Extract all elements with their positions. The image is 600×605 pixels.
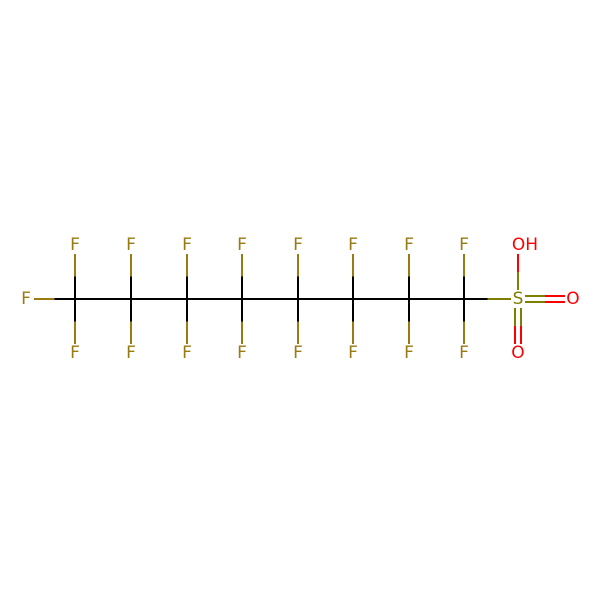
- atom-o-bottom: O: [511, 343, 524, 363]
- atom-f-terminal: F: [21, 289, 31, 309]
- atom-f-bottom-7: F: [404, 343, 414, 363]
- atom-f-bottom-2: F: [126, 343, 136, 363]
- atom-f-bottom-4: F: [237, 343, 247, 363]
- atom-f-top-5: F: [293, 235, 303, 255]
- atom-f-top-4: F: [237, 235, 247, 255]
- atom-f-bottom-3: F: [182, 343, 192, 363]
- atom-f-top-6: F: [348, 235, 358, 255]
- atom-f-bottom-6: F: [348, 343, 358, 363]
- atom-f-bottom-8: F: [459, 343, 469, 363]
- atom-f-top-2: F: [126, 235, 136, 255]
- atom-oh: OH: [512, 235, 538, 255]
- atom-s: S: [513, 289, 524, 309]
- atom-f-bottom-5: F: [293, 343, 303, 363]
- atom-f-top-8: F: [459, 235, 469, 255]
- atom-o-right: O: [566, 289, 579, 309]
- atom-f-top-3: F: [182, 235, 192, 255]
- atom-f-top-1: F: [70, 235, 80, 255]
- atom-f-bottom-1: F: [70, 343, 80, 363]
- atom-f-top-7: F: [404, 235, 414, 255]
